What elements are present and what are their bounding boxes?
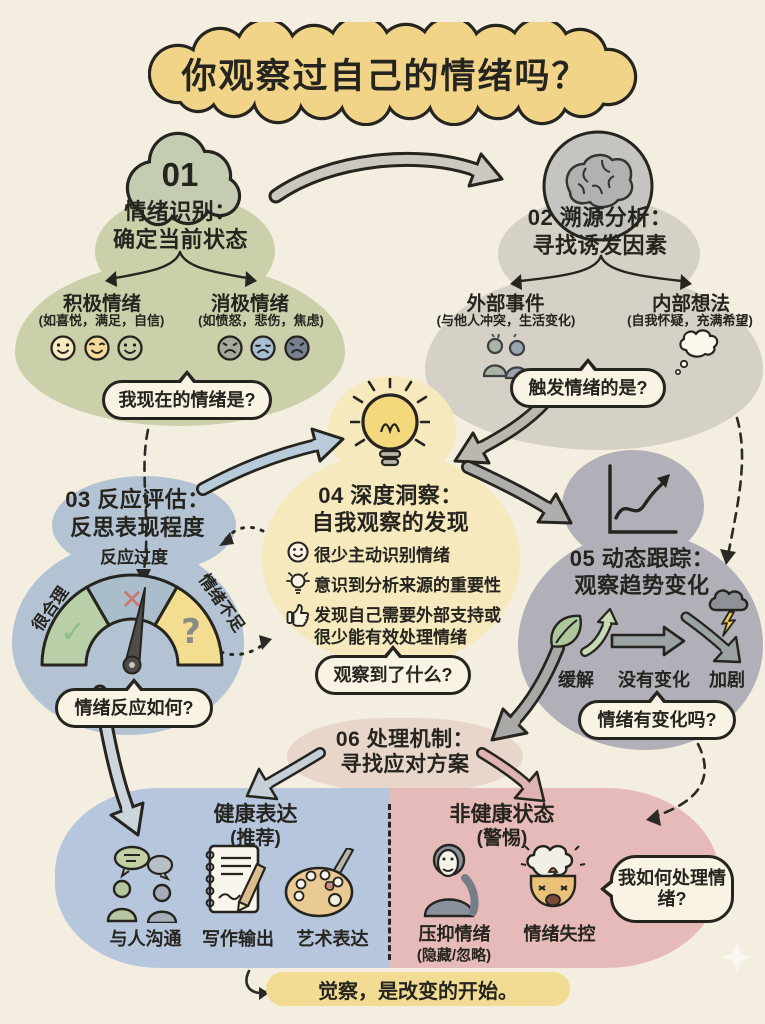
s2-question-bubble: 触发情绪的是? [510,358,666,408]
s5-option-relieve: 缓解 [558,670,594,690]
s1-negative-sub: (如愤怒，悲伤，焦虑) [198,313,324,328]
footer-text: 觉察，是改变的开始。 [318,980,518,1003]
s6-question-text: 我如何处理情绪? [618,868,726,909]
title-cloud [148,22,638,126]
s1-positive-sub: (如喜悦，满足，自信) [38,313,165,328]
s4-item3-line1: 发现自己需要外部支持或 [314,606,501,625]
sparkle-watermark [722,942,752,972]
sad-face-1-icon [217,335,243,361]
healthy-item-writing: 写作输出 [202,929,274,949]
s6-title-line2: 寻找应对方案 [340,753,470,776]
s2-question-text: 触发情绪的是? [528,377,648,398]
healthy-title: 健康表达 [213,803,298,826]
s3-title-line2: 反思表现程度 [69,515,205,540]
s3-question-text: 情绪反应如何? [74,697,194,718]
s6-title-line1: 06 处理机制： [335,728,475,751]
s1-negative-label: 消极情绪 [210,293,289,315]
dashed-arrow-02-to-05 [720,416,744,565]
s5-title-line1: 05 动态跟踪： [569,546,715,571]
s5-title-line2: 观察趋势变化 [574,573,710,598]
happy-face-3-icon [117,335,143,361]
smiley-bullet-icon [287,541,309,563]
sad-face-2-icon [250,335,276,361]
footer-highlight: 觉察，是改变的开始。 [266,972,570,1006]
s1-title-line1: 情绪识别： [124,199,237,224]
svg-text:✕: ✕ [120,583,143,616]
s2-external-sub: (与他人冲突，生活变化) [436,313,576,328]
happy-face-2-icon [84,335,110,361]
s4-title-line1: 04 深度洞察： [318,483,463,508]
happy-face-1-icon [50,335,76,361]
s5-option-intensify: 加剧 [709,670,745,690]
healthy-subtitle: (推荐) [230,828,281,849]
s2-title-line1: 02 溯源分析： [527,205,673,230]
s5-option-no-change: 没有变化 [618,670,690,690]
gauge-icon: ✓ ✕ ? [40,573,224,675]
unhealthy-item-suppress-sub: (隐藏/忽略) [416,947,492,964]
s2-external-label: 外部事件 [466,293,545,315]
page-title: 你观察过自己的情绪吗？ [181,57,589,96]
healthy-item-art: 艺术表达 [296,929,369,949]
step1-badge: 01 [161,156,199,193]
s1-question-bubble: 我现在的情绪是? [102,370,272,420]
notebook-pencil-icon [205,844,267,914]
s4-item1: 很少主动识别情绪 [314,546,450,565]
trend-chart-icon [608,464,678,534]
s2-title-line2: 寻找诱发因素 [532,233,668,258]
s4-item2: 意识到分析来源的重要性 [314,576,501,595]
gauge-top-label: 反应过度 [100,548,168,567]
healthy-item-communicate: 与人沟通 [109,929,182,949]
unhealthy-item-outburst: 情绪失控 [523,924,596,944]
s3-title-line1: 03 反应评估： [65,487,210,512]
s1-title-line2: 确定当前状态 [112,227,248,252]
s4-question-text: 观察到了什么? [333,664,453,685]
unhealthy-title: 非健康状态 [449,803,555,826]
s1-question-text: 我现在的情绪是? [118,389,256,410]
s4-item3-line2: 很少能有效处理情绪 [314,628,467,647]
s2-internal-sub: (自我怀疑，充满希望) [627,313,753,328]
s4-title-line2: 自我观察的发现 [311,510,470,535]
exploding-head-icon [520,844,586,908]
dashed-divider [388,804,391,960]
thought-cloud-icon [674,329,719,375]
storm-cloud-icon [708,589,749,637]
lightbulb-icon [350,378,430,467]
s4-question-bubble: 观察到了什么? [315,645,471,695]
communication-icon [106,845,178,923]
s1-positive-label: 积极情绪 [62,293,141,315]
step1-badge-cloud [125,131,242,227]
bulb-bullet-icon [286,572,310,594]
s3-question-bubble: 情绪反应如何? [55,678,213,728]
unhealthy-item-suppress: 压抑情绪 [418,924,491,944]
thumbs-up-bullet-icon [286,604,310,627]
sad-face-3-icon [284,335,310,361]
s6-question-bubble: 我如何处理情绪? [600,855,734,923]
masked-face-icon [423,843,479,918]
svg-text:?: ? [181,612,201,652]
s2-internal-label: 内部想法 [651,293,730,315]
arrow-01-to-02 [268,151,504,204]
s5-question-bubble: 情绪有变化吗? [578,690,736,740]
unhealthy-subtitle: (警惕) [476,828,528,849]
svg-text:✓: ✓ [60,615,85,650]
leaf-icon [550,614,582,648]
palette-icon [284,848,354,918]
brain-icon [542,130,654,242]
s5-question-text: 情绪有变化吗? [597,709,717,730]
